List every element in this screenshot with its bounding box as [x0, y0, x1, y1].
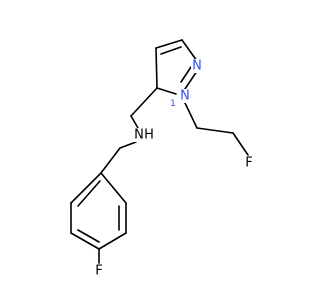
- atom-label-layer: N N 1 N H F F: [93, 59, 255, 279]
- bond-ch2-aryl: [100, 147, 121, 174]
- bond-c5-ch2: [130, 87, 158, 117]
- atom-label-fluoro-aryl: F: [93, 264, 105, 279]
- atom-label-n-pyrazole-1: N 1: [170, 89, 191, 109]
- bond-ar6-ar1: [70, 172, 102, 204]
- bond-nh-ch2: [119, 141, 137, 149]
- bond-ch2-nh: [130, 115, 139, 129]
- bond-n1-c5: [156, 87, 177, 95]
- bond-ch2-ch2: [196, 127, 234, 134]
- bond-c4-n2: [181, 39, 198, 62]
- bond-ch2-f: [232, 132, 249, 156]
- bond-ar3-ar4: [98, 232, 127, 250]
- bond-n2-n1: [184, 70, 198, 90]
- atom-symbol: F: [245, 156, 252, 171]
- atom-locant: 1: [170, 99, 176, 109]
- atom-symbol: F: [95, 264, 102, 279]
- atom-symbol: N: [134, 128, 144, 143]
- bond-ar4-ar5-inner: [77, 229, 100, 243]
- atom-symbol: N: [180, 89, 190, 104]
- bond-layer: [70, 39, 249, 264]
- atom-label-n-pyrazole-2: N: [191, 59, 203, 74]
- bond-ar4-ar5: [70, 232, 100, 250]
- atom-label-amine: N H: [133, 128, 155, 143]
- atom-label-fluoro-ethyl: F: [243, 156, 255, 171]
- bond-c3-c4: [155, 39, 183, 49]
- atom-symbol: N: [192, 59, 202, 74]
- bond-c5-c3: [155, 47, 158, 89]
- bond-n2-n1-inner: [180, 66, 192, 83]
- bond-ar1-ar2: [100, 172, 127, 204]
- bond-c3-c4-inner: [160, 46, 182, 55]
- atom-hydrogen: H: [144, 128, 154, 143]
- molecule-structure: N N 1 N H F F: [70, 39, 255, 279]
- bond-n1-ch2: [184, 102, 198, 129]
- bond-ar6-ar1-inner: [77, 180, 101, 207]
